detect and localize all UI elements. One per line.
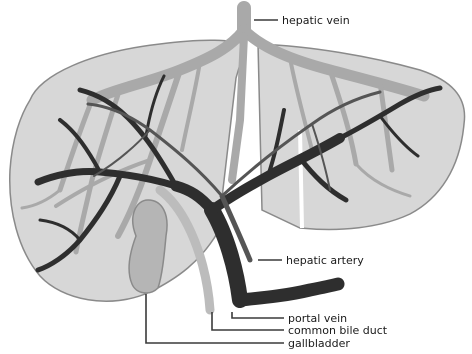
common-bile-duct-label: common bile duct [288, 324, 388, 337]
hepatic-vein-label: hepatic vein [282, 14, 350, 27]
liver-right-lobe [10, 40, 246, 301]
liver-left-lobe [258, 44, 465, 229]
gallbladder-label: gallbladder [288, 337, 350, 350]
common-bile-duct-leader [212, 312, 284, 330]
liver-fissure [300, 130, 302, 228]
hepatic-artery-label: hepatic artery [286, 254, 364, 267]
portal-vein-leader [232, 312, 284, 318]
